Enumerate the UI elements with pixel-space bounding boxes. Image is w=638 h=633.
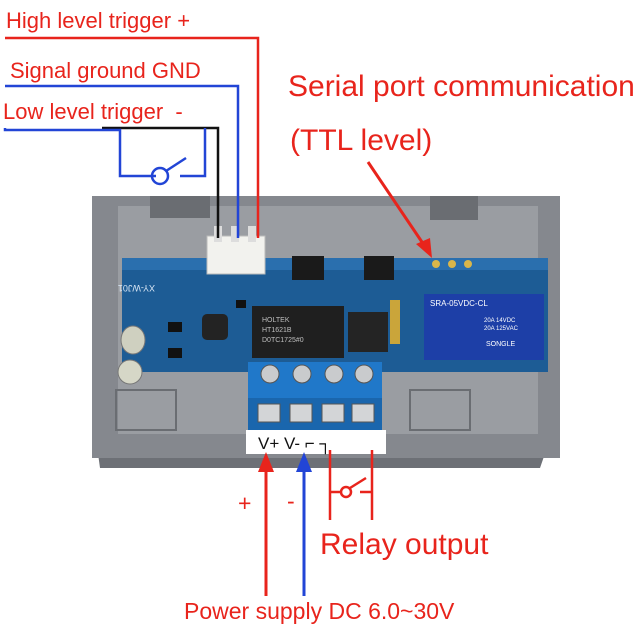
inductor <box>202 314 228 340</box>
signal-connector <box>206 235 266 275</box>
chip-brand: HOLTEK <box>262 317 290 324</box>
uart-pad <box>432 260 440 268</box>
capacitor <box>117 359 143 385</box>
power-plus-label: + <box>238 490 252 516</box>
board-model-text: XY-WJ01 <box>118 283 155 293</box>
relay <box>424 294 544 360</box>
gnd-wire <box>5 84 240 238</box>
switch-symbol <box>150 156 187 186</box>
transistor <box>364 256 394 280</box>
terminal-label-plate <box>246 430 386 454</box>
terminal-screw <box>292 364 312 384</box>
capacitor <box>120 325 146 355</box>
pin-header <box>390 300 400 344</box>
low-trigger-sign: - <box>175 99 183 124</box>
low-trigger-wire <box>102 126 220 238</box>
relay-output-label: Relay output <box>320 528 489 561</box>
uart-pad <box>448 260 456 268</box>
power-wires <box>258 452 312 596</box>
relay-output-wires <box>328 450 374 520</box>
switch-loop-blue <box>3 128 156 178</box>
high-trigger-wire <box>5 36 260 238</box>
terminal-screw <box>260 364 280 384</box>
relay-model: SRA-05VDC-CL <box>430 299 488 308</box>
pcb: XY-WJ01 HOLTEK HT1621B D0TC1725#0 <box>117 226 548 385</box>
power-supply-label: Power supply DC 6.0~30V <box>184 598 455 624</box>
terminal-screw <box>324 364 344 384</box>
serial-port-title: Serial port communication <box>288 70 635 103</box>
terminal-screw <box>354 364 374 384</box>
uart-pad <box>464 260 472 268</box>
relay-rating-2: 20A 125VAC <box>484 326 519 332</box>
high-level-trigger-label: High level trigger + <box>6 8 191 33</box>
terminal-block: V+ V- ⌐ ┐ <box>246 362 386 454</box>
signal-ground-label: Signal ground GND <box>10 58 201 83</box>
terminal-label: V+ V- ⌐ ┐ <box>258 434 331 454</box>
transistor <box>292 256 324 280</box>
switch-loop-black <box>180 128 207 178</box>
serial-port-subtitle: (TTL level) <box>290 124 433 157</box>
display-driver-ic <box>252 306 344 358</box>
trigger-wires <box>3 36 260 238</box>
low-level-trigger-label: Low level trigger - <box>3 99 183 124</box>
power-minus-label: - <box>287 488 295 514</box>
serial-arrow <box>366 161 432 258</box>
relay-rating-1: 20A 14VDC <box>484 318 516 324</box>
chip-part: HT1621B <box>262 327 292 334</box>
mcu-ic <box>348 312 388 352</box>
high-trigger-sign: + <box>177 8 191 33</box>
chip-code: D0TC1725#0 <box>262 337 304 344</box>
relay-brand: SONGLE <box>486 341 516 348</box>
